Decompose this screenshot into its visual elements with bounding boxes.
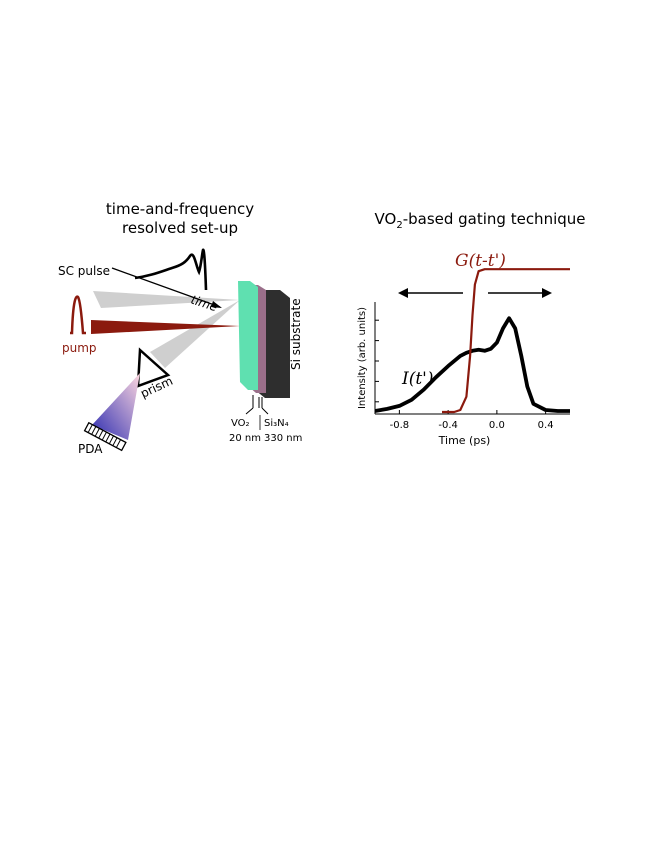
substrate-label: Si substrate [289, 298, 303, 370]
vo2-layer [238, 281, 258, 390]
x-tick-label: 0.4 [538, 420, 554, 431]
y-axis-label: Intensity (arb. units) [357, 307, 368, 409]
x-axis-label: Time (ps) [438, 434, 491, 447]
intensity-curve [374, 316, 570, 413]
vo2-leader-2 [245, 407, 254, 415]
pump-pulse-icon [70, 295, 86, 335]
left-arrow-head [398, 288, 408, 298]
gate-label: G(t-t') [455, 251, 506, 271]
setup-title-line2: resolved set-up [122, 219, 238, 237]
time-arrow [111, 267, 221, 308]
time-arrow-head [211, 301, 222, 308]
vo2-thickness: 20 nm [229, 433, 261, 444]
pda-label: PDA [78, 442, 103, 456]
sin-label: Si₃N₄ [264, 418, 289, 429]
gating-title-post: -based gating technique [402, 210, 586, 228]
x-tick-label: -0.4 [438, 420, 458, 431]
sc-pulse-waveform-icon [134, 248, 208, 291]
pump-label: pump [62, 341, 97, 355]
gating-title-sub: 2 [396, 220, 403, 231]
x-tick-label: 0.0 [489, 420, 505, 431]
vo2-label: VO₂ [231, 418, 250, 429]
pump-beam [91, 320, 240, 334]
chart-series [374, 268, 570, 414]
sc-beam [93, 291, 240, 308]
intensity-label: I(t') [401, 369, 434, 389]
setup-title-line1: time-and-frequency [105, 200, 255, 218]
setup-title: time-and-frequency resolved set-up [90, 200, 270, 238]
gating-title-pre: VO [374, 210, 397, 228]
spectrum-fan [92, 373, 140, 440]
sc-pulse-label: SC pulse [58, 264, 110, 278]
sin-leader-3 [261, 407, 269, 415]
prism-icon [136, 347, 171, 388]
x-tick-label: -0.8 [390, 420, 410, 431]
gate-curve [442, 268, 570, 414]
pda-detector-icon [83, 421, 127, 452]
gating-title: VO2-based gating technique [370, 210, 590, 235]
reflected-beam [150, 300, 240, 368]
sin-thickness: 330 nm [264, 433, 302, 444]
right-arrow-head [542, 288, 552, 298]
